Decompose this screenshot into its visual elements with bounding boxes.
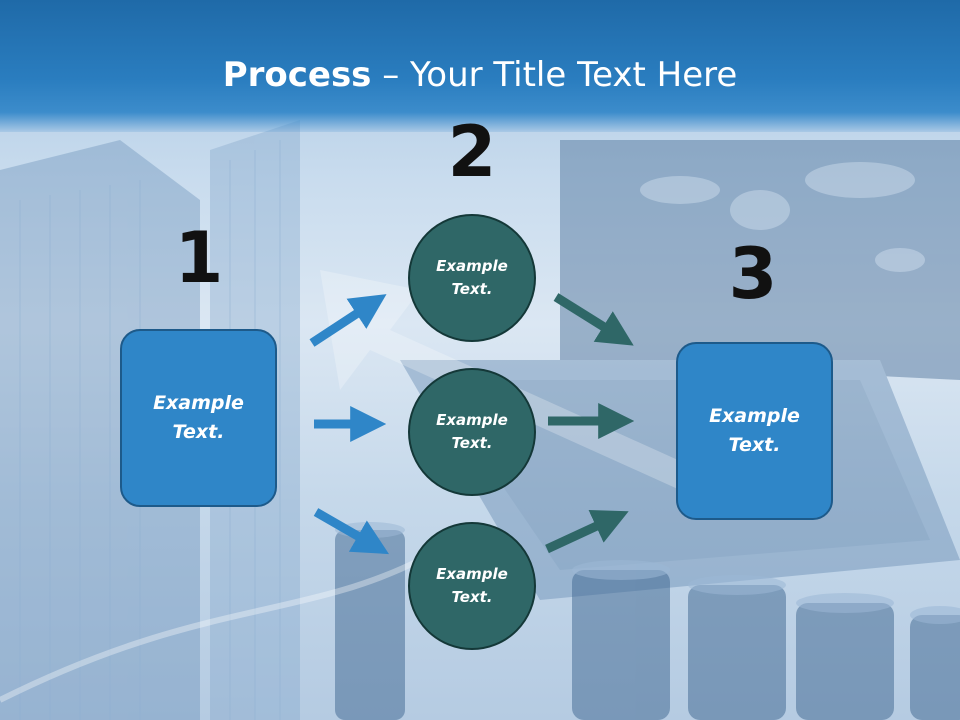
slide-title: Process – Your Title Text Here xyxy=(0,52,960,98)
circle-top-line2: Text. xyxy=(451,280,493,298)
circle-bottom-line2: Text. xyxy=(451,588,493,606)
title-bar xyxy=(0,0,960,132)
circle-bottom-line1: Example xyxy=(436,565,508,583)
arrow-up-blue xyxy=(309,294,387,347)
step-number-1: 1 xyxy=(174,217,224,299)
step-1-line2: Text. xyxy=(172,421,225,443)
circle-middle-line1: Example xyxy=(436,411,508,429)
step-1-line1: Example xyxy=(153,392,244,414)
title-bold: Process xyxy=(222,55,372,95)
step-number-2: 2 xyxy=(447,111,497,193)
arrow-down-teal xyxy=(553,293,634,346)
arrow-down-blue xyxy=(313,508,390,555)
step-number-3: 3 xyxy=(728,233,778,315)
arrow-up-teal xyxy=(545,509,629,554)
step-3-line2: Text. xyxy=(728,434,781,456)
title-rest: – Your Title Text Here xyxy=(371,55,738,95)
circle-top-line1: Example xyxy=(436,257,508,275)
circle-middle-line2: Text. xyxy=(451,434,493,452)
step-3-line1: Example xyxy=(709,405,800,427)
